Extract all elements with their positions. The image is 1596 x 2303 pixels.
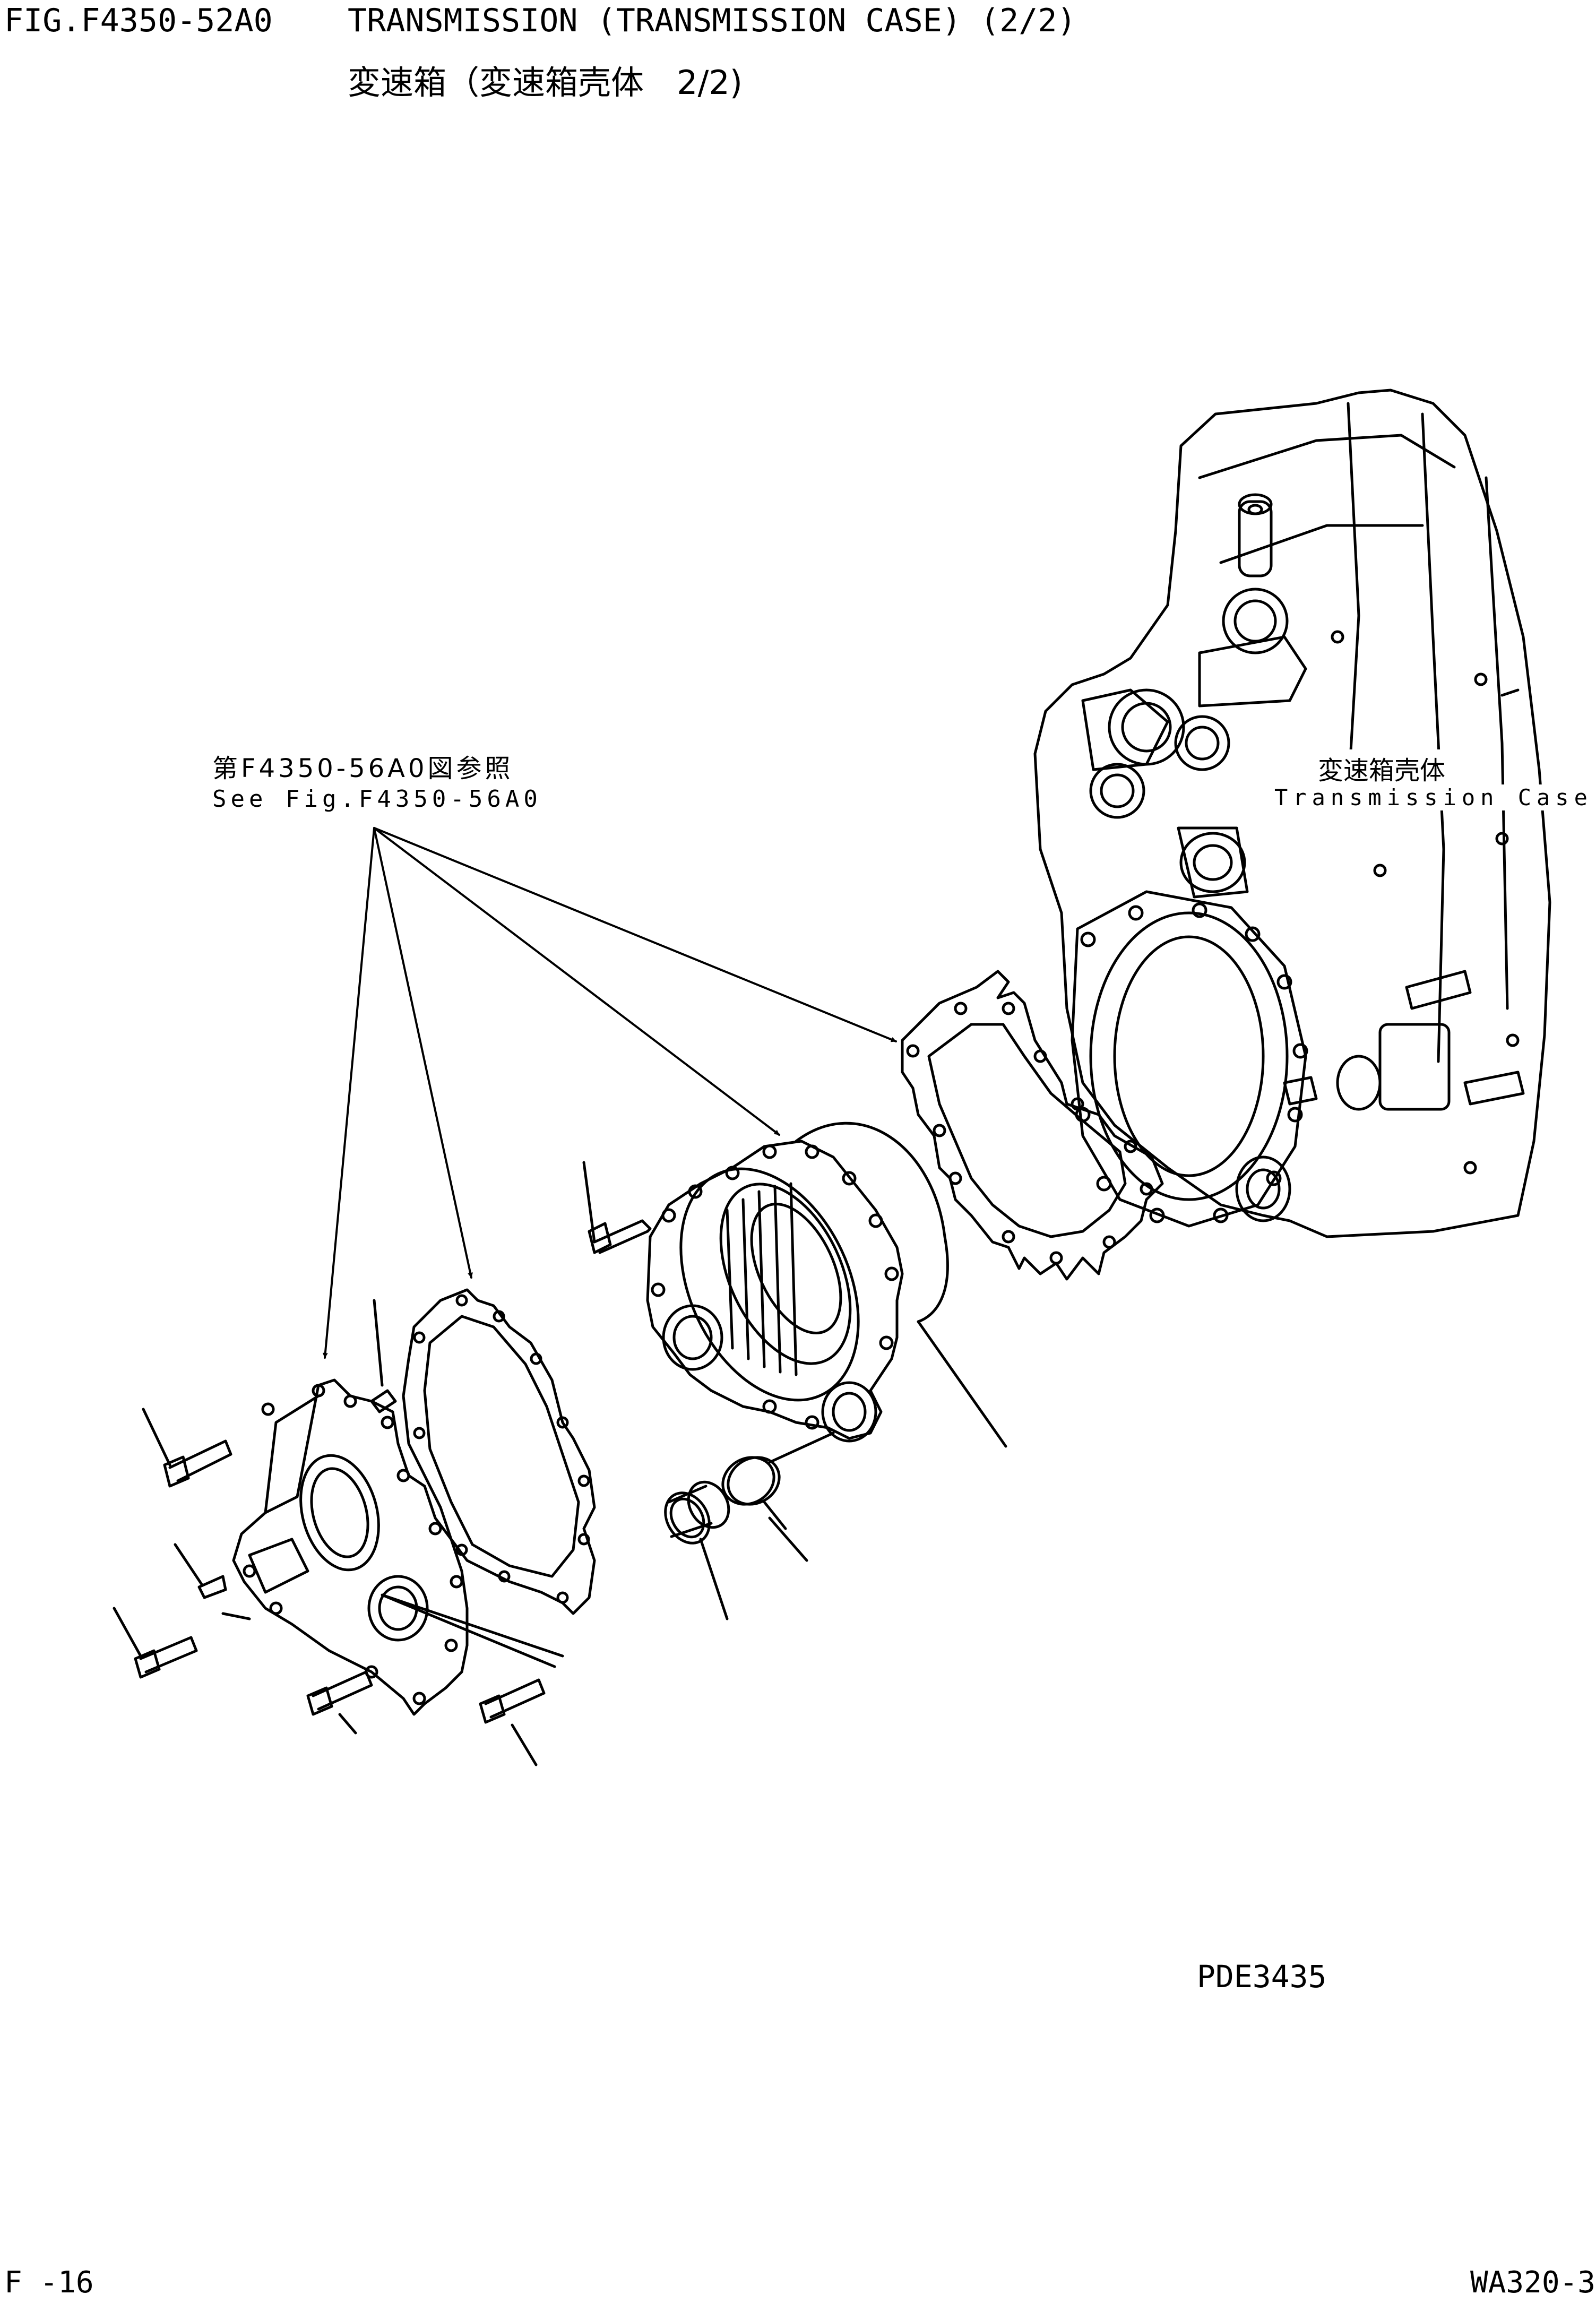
reference-arrows	[322, 827, 897, 1359]
page-title-japanese: 変速箱（変速箱壳体 2/2)	[348, 63, 743, 102]
case-gasket	[901, 970, 1164, 1281]
page-number: F -16	[4, 2265, 94, 2300]
model-number: WA320-3	[1470, 2265, 1596, 2300]
front-cover-gasket	[402, 1288, 596, 1615]
case-label-japanese: 変速箱壳体	[1314, 749, 1450, 787]
drawing-code: PDE3435	[1197, 1959, 1327, 1995]
transmission-case	[1033, 389, 1551, 1238]
case-label-english: Transmission Case	[1271, 784, 1596, 810]
large-o-ring	[795, 1122, 1007, 1448]
seal-sleeve	[664, 1480, 730, 1620]
reference-note-japanese: 第F4350-56A0図参照	[212, 754, 514, 783]
reference-note-english: See Fig.F4350-56A0	[212, 786, 542, 813]
housing-bolt	[582, 1161, 652, 1254]
page-title-english: TRANSMISSION (TRANSMISSION CASE) (2/2)	[348, 2, 1076, 39]
figure-number: FIG.F4350-52A0	[4, 2, 273, 39]
center-housing	[646, 1140, 904, 1443]
dowel-pin	[370, 1299, 397, 1413]
front-cover	[232, 1378, 469, 1716]
cover-bolts	[113, 1408, 564, 1766]
small-o-rings	[721, 1431, 835, 1562]
